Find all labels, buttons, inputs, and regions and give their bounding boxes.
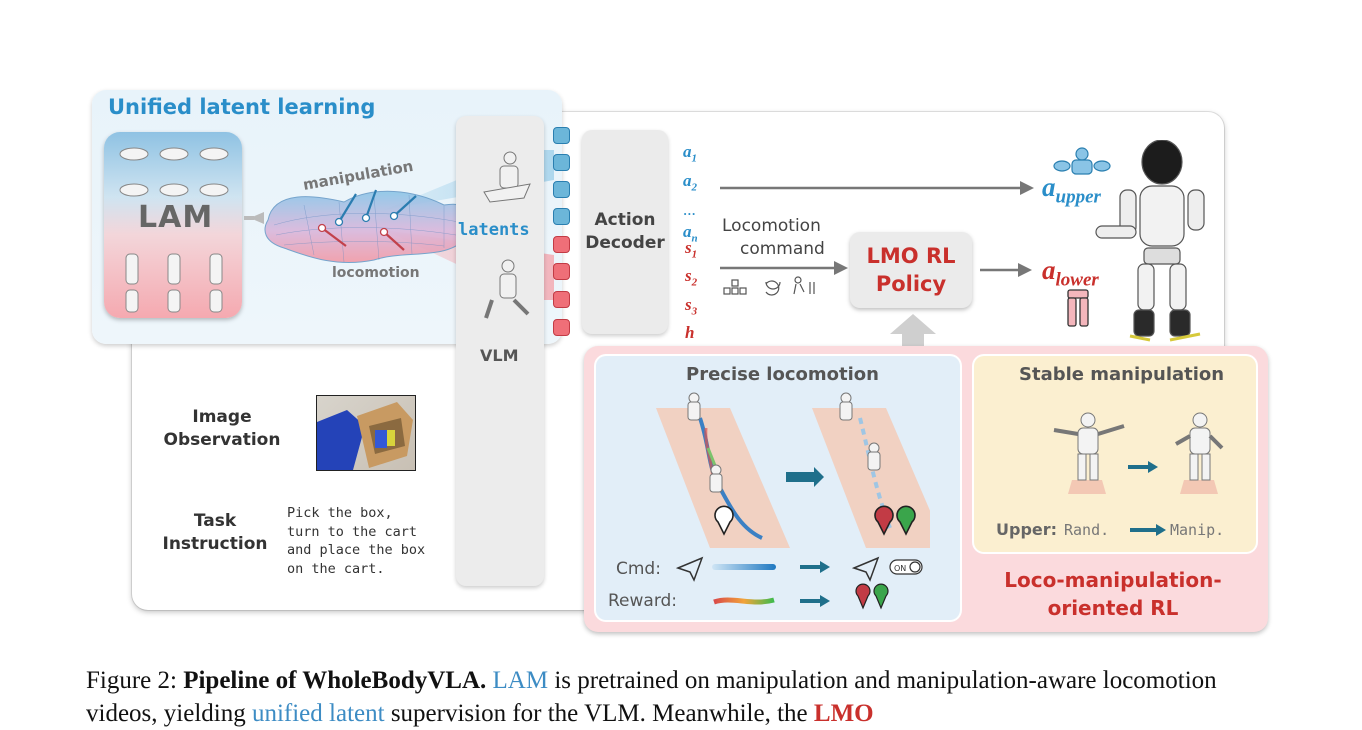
image-observation-photo: [316, 395, 416, 471]
latent-token-red: [553, 263, 570, 280]
action-s3: s3: [685, 294, 698, 318]
task-instruction-label: Task Instruction: [162, 511, 268, 554]
loco-manip-rl-title: Loco-manipulation- oriented RL: [1004, 568, 1222, 620]
upper-arrows: [720, 181, 1034, 296]
task-instruction-text: Pick the box, turn to the cart and place…: [287, 505, 426, 577]
upper-label: Upper:: [996, 520, 1058, 539]
rand-label: Rand.: [1064, 521, 1110, 539]
latent-token-blue: [553, 181, 570, 198]
image-observation-label: Image Observation: [163, 407, 281, 450]
a-upper-label: aupper: [1042, 172, 1101, 208]
upper-body-icon: [1053, 147, 1111, 175]
latent-token-red: [553, 236, 570, 253]
precise-locomotion-title: Precise locomotion: [686, 364, 879, 385]
precise-locomotion-diagram: [656, 392, 930, 548]
latents-label: latents: [458, 220, 530, 240]
caption-lam: LAM: [492, 667, 549, 694]
manipulation-label: manipulation: [302, 157, 415, 194]
caption-text-1: is pretrained on manipulation and manipu…: [86, 667, 1217, 727]
lam-label: LAM: [138, 200, 214, 235]
caption-bold: Pipeline of WholeBodyVLA.: [183, 667, 487, 694]
rl-to-policy-arrow: [890, 314, 936, 352]
upper-action-list: a1 a2 ... an: [683, 141, 698, 250]
action-ellipsis: ...: [683, 199, 696, 219]
lam-to-manifold-arrow: [250, 212, 264, 224]
stable-manipulation-title: Stable manipulation: [1019, 364, 1225, 385]
cmd-reward-diagram: ON: [675, 556, 923, 610]
action-s1: s1: [685, 238, 698, 261]
command-icons: [723, 276, 815, 296]
rand-to-manip-arrow: [1130, 524, 1166, 536]
stable-manipulation-diagram: [1053, 412, 1224, 494]
action-an: an: [683, 222, 698, 245]
action-decoder: Action Decoder: [582, 130, 668, 334]
lam-humanoid-figures: [119, 147, 229, 313]
vlm-label: VLM: [480, 346, 519, 365]
lam-box: [104, 132, 242, 318]
humanoid-robot: [1095, 140, 1205, 342]
reward-label: Reward:: [608, 591, 678, 611]
locomotion-label: locomotion: [332, 265, 420, 281]
caption-lmo: LMO: [813, 700, 874, 727]
cmd-label: Cmd:: [616, 559, 661, 579]
caption-prefix: Figure 2:: [86, 667, 184, 694]
latent-token-red: [553, 319, 570, 336]
latent-token-blue: [553, 208, 570, 225]
on-toggle-text: ON: [894, 564, 906, 573]
figure-caption: Figure 2: Pipeline of WholeBodyVLA. LAM …: [86, 664, 1276, 730]
lmo-rl-policy: LMO RL Policy: [850, 232, 972, 308]
action-a2: a2: [683, 170, 697, 194]
locomotion-command-label-2: command: [740, 239, 825, 259]
latent-token-blue: [553, 154, 570, 171]
caption-text-2: supervision for the VLM. Meanwhile, the: [384, 700, 814, 727]
lower-action-list: s1 s2 s3 h: [685, 237, 697, 344]
action-h: h: [685, 323, 695, 343]
vlm-robot-figures: [483, 151, 531, 319]
action-a1: a1: [683, 142, 697, 165]
lower-body-icon: [1067, 289, 1089, 327]
action-s2: s2: [685, 266, 698, 289]
manip-label: Manip.: [1170, 521, 1225, 539]
a-lower-label: alower: [1042, 255, 1099, 291]
caption-unified: unified latent: [251, 700, 385, 727]
locomotion-command-label-1: Locomotion: [722, 216, 821, 236]
latent-token-blue: [553, 127, 570, 144]
latent-token-red: [553, 291, 570, 308]
unified-latent-title: Unified latent learning: [108, 95, 376, 119]
